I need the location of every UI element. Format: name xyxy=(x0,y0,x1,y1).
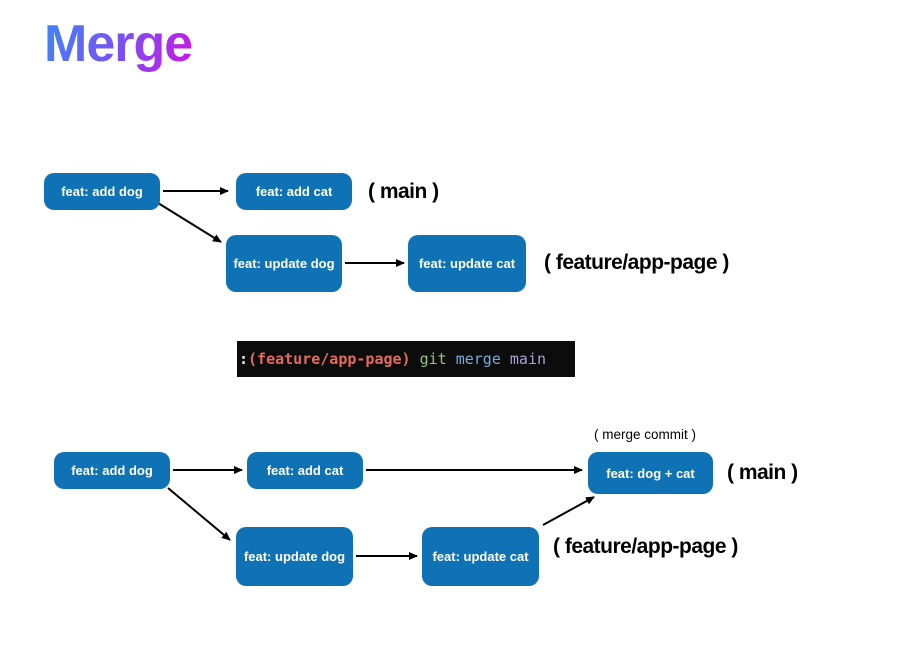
merge-commit-label: ( merge commit ) xyxy=(594,427,697,442)
terminal-snippet: :(feature/app-page) git merge main xyxy=(237,341,575,377)
arrow-after-updatecat-merge xyxy=(542,496,595,526)
commit-node-after-update-cat: feat: update cat xyxy=(422,527,539,586)
commit-node-before-update-cat: feat: update cat xyxy=(408,235,526,292)
commit-node-after-add-dog: feat: add dog xyxy=(54,452,170,489)
terminal-cmd-main: main xyxy=(509,350,547,368)
commit-node-before-update-dog: feat: update dog xyxy=(226,235,342,292)
branch-label-after-feature: ( feature/app-page ) xyxy=(553,535,738,558)
arrow-after-adddog-updatedog xyxy=(167,487,231,541)
commit-node-after-add-cat: feat: add cat xyxy=(247,452,363,489)
branch-label-before-main: ( main ) xyxy=(368,180,439,203)
branch-label-before-feature: ( feature/app-page ) xyxy=(544,251,729,274)
page-title: Merge xyxy=(44,15,193,73)
commit-node-before-add-dog: feat: add dog xyxy=(44,173,160,210)
commit-node-before-add-cat: feat: add cat xyxy=(236,173,352,210)
terminal-prompt: : xyxy=(239,350,249,368)
branch-label-after-main: ( main ) xyxy=(727,461,798,484)
terminal-cmd-git: git xyxy=(419,350,447,368)
commit-node-merge: feat: dog + cat xyxy=(588,452,713,494)
terminal-cmd-merge: merge xyxy=(455,350,501,368)
arrow-before-adddog-updatedog xyxy=(157,202,222,243)
commit-node-after-update-dog: feat: update dog xyxy=(236,527,353,586)
terminal-branch-name: (feature/app-page) xyxy=(248,350,411,368)
